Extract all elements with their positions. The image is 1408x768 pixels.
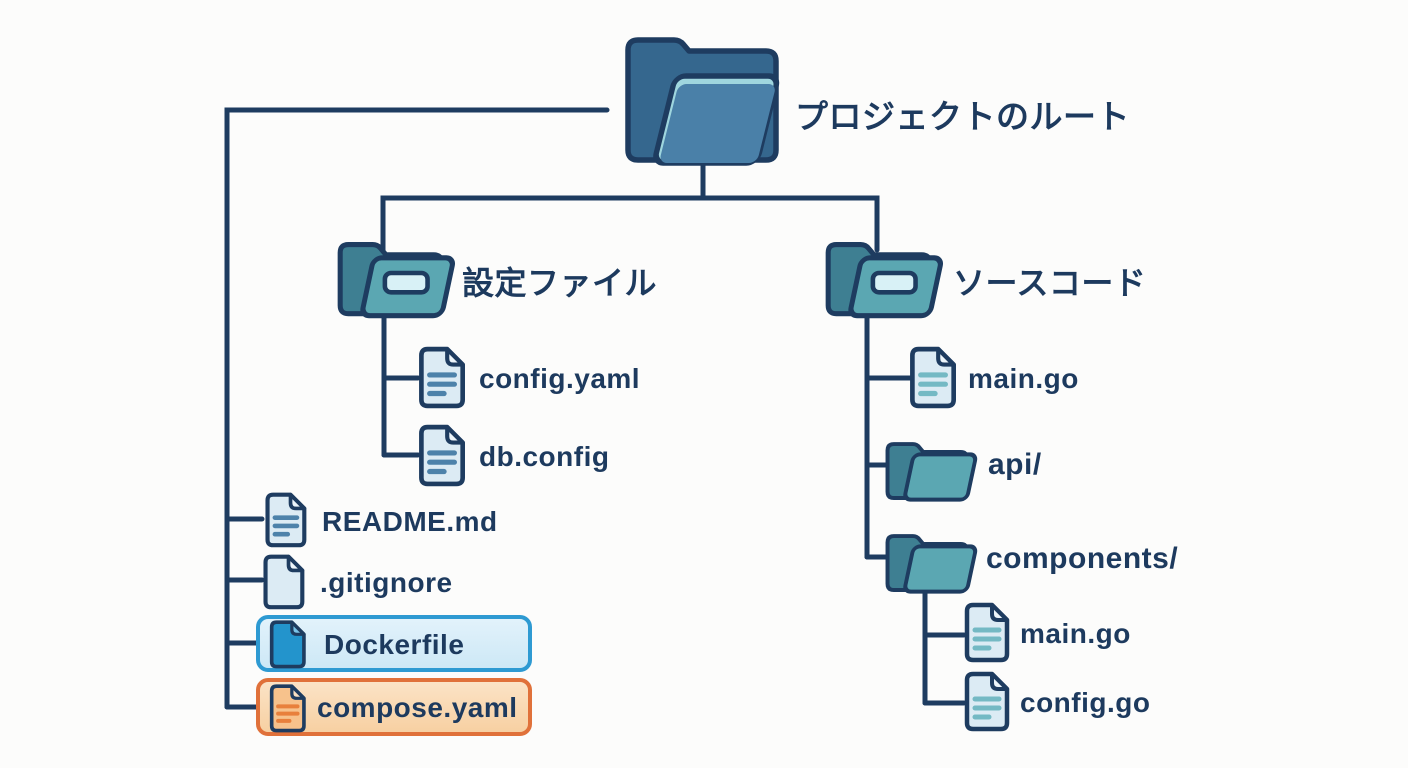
components-main-go-label: main.go xyxy=(1020,618,1131,649)
main-go-label: main.go xyxy=(968,363,1079,394)
root-folder-label: プロジェクトのルート xyxy=(795,98,1130,135)
components-folder-label: components/ xyxy=(986,542,1179,575)
main-go-document-icon xyxy=(906,345,958,409)
dockerfile-document-blue-icon xyxy=(265,619,309,669)
api-folder-label: api/ xyxy=(988,448,1042,481)
source-folder-open-dash-icon xyxy=(816,224,944,320)
compose-document-orange-icon xyxy=(265,683,309,733)
api-folder-open-icon xyxy=(885,442,978,502)
config-yaml-label: config.yaml xyxy=(479,363,641,394)
gitignore-document-blank-icon xyxy=(260,553,306,610)
db-config-label: db.config xyxy=(479,441,610,472)
config-go-label: config.go xyxy=(1020,687,1151,718)
config-folder-label: 設定ファイル xyxy=(462,265,658,301)
components-main-go-document-icon xyxy=(961,601,1011,663)
readme-label: README.md xyxy=(322,506,498,537)
gitignore-label: .gitignore xyxy=(320,567,453,598)
components-folder-open-icon xyxy=(885,534,978,594)
config-go-document-icon xyxy=(961,670,1011,732)
db-config-document-icon xyxy=(415,423,467,487)
config-yaml-document-icon xyxy=(415,345,467,409)
source-folder-label: ソースコード xyxy=(953,265,1147,301)
config-folder-open-dash-icon xyxy=(328,224,456,320)
readme-document-icon xyxy=(262,491,308,548)
root-folder-open-icon xyxy=(612,26,792,168)
dockerfile-label: Dockerfile xyxy=(324,629,465,660)
compose-label: compose.yaml xyxy=(317,692,518,723)
